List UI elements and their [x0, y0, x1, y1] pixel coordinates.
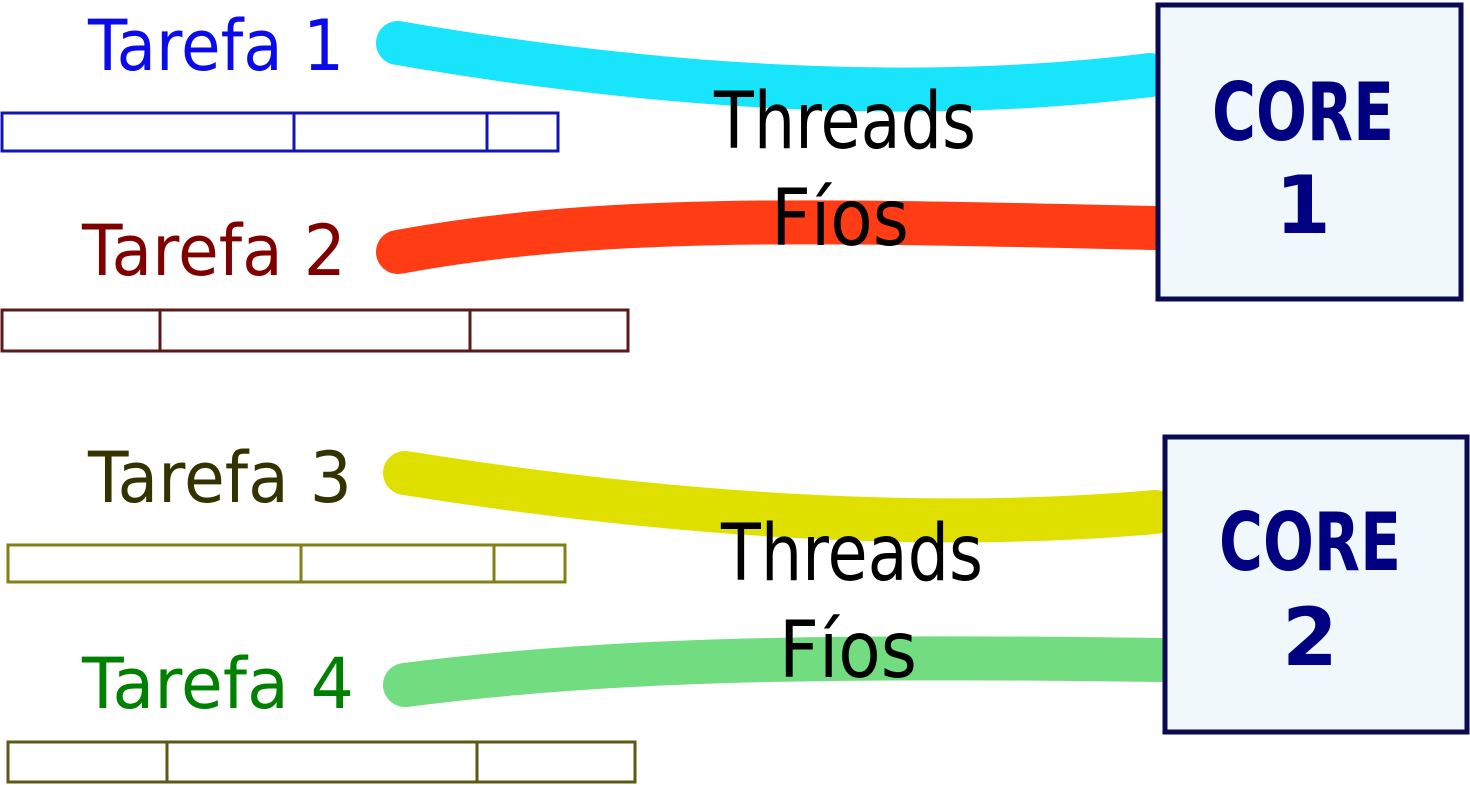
task-label-2: Tarefa 2 [81, 210, 346, 292]
task-bar-3 [6, 543, 567, 584]
core-box-2: CORE 2 [1162, 434, 1470, 735]
core-title-2: CORE [1219, 496, 1401, 589]
thread-line-2 [376, 200, 1177, 274]
core-number-2: 2 [1282, 591, 1338, 684]
threads-label-2: Threads [720, 509, 983, 599]
core-title-1: CORE [1212, 66, 1394, 159]
core-box-1: CORE 1 [1155, 2, 1464, 302]
fios-label-1: Fíos [771, 174, 909, 264]
task-bar-1 [0, 111, 560, 153]
fios-label-2: Fíos [779, 606, 917, 696]
task-bar-2 [0, 308, 630, 353]
task-bar-4 [6, 740, 637, 784]
task-label-1: Tarefa 1 [87, 5, 344, 87]
thread-line-3 [383, 451, 1177, 543]
thread-line-1 [376, 21, 1172, 112]
thread-line-4 [383, 636, 1182, 707]
task-label-3: Tarefa 3 [87, 437, 352, 519]
task-label-4: Tarefa 4 [81, 643, 354, 725]
threads-label-1: Threads [713, 77, 976, 167]
core-number-1: 1 [1275, 159, 1331, 252]
